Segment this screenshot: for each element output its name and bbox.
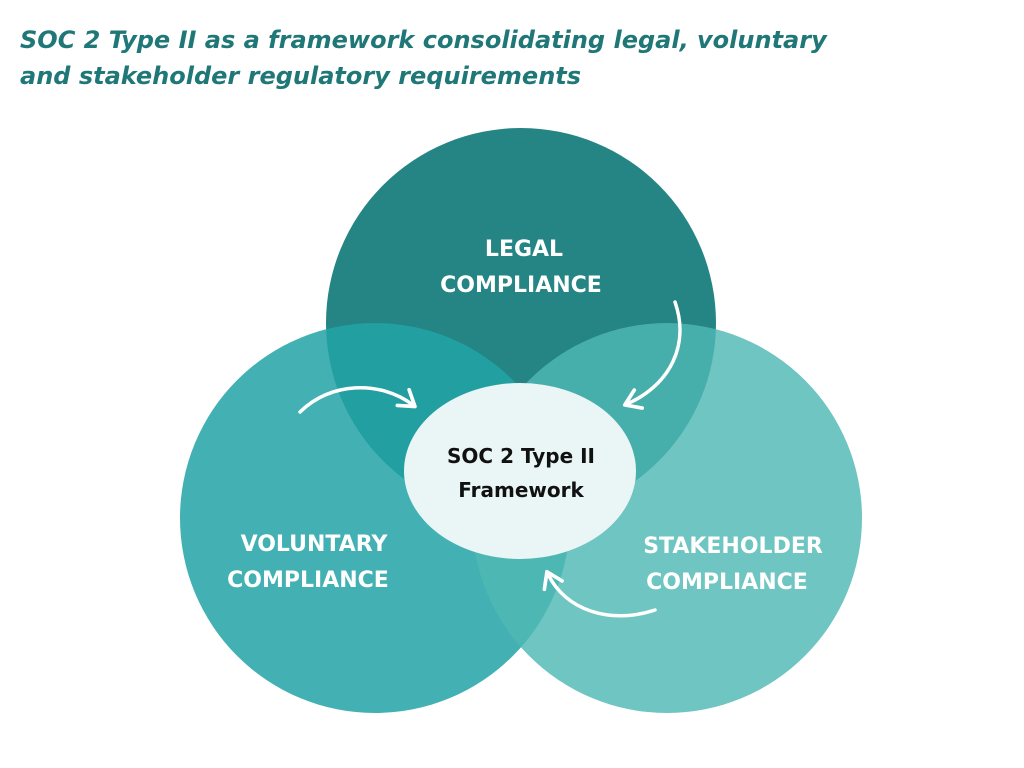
title-line-1: SOC 2 Type II as a framework consolidati… xyxy=(20,26,827,54)
arrow-top-right-icon xyxy=(622,300,682,410)
stakeholder-label-line-1: STAKEHOLDER xyxy=(643,534,823,559)
legal-label-line-2: COMPLIANCE xyxy=(440,273,602,298)
diagram-title: SOC 2 Type II as a framework consolidati… xyxy=(20,22,920,94)
title-line-2: and stakeholder regulatory requirements xyxy=(20,62,582,90)
center-label-line-1: SOC 2 Type II xyxy=(447,444,595,468)
center-label-line-2: Framework xyxy=(458,478,584,502)
arrow-left-icon xyxy=(298,386,417,414)
voluntary-label-line-1: VOLUNTARY xyxy=(241,532,389,557)
arrow-bottom-right-icon xyxy=(542,569,657,618)
center-framework-ellipse xyxy=(404,383,636,559)
stakeholder-label-line-2: COMPLIANCE xyxy=(646,570,808,595)
legal-label-line-1: LEGAL xyxy=(485,237,563,262)
voluntary-label-line-2: COMPLIANCE xyxy=(227,568,389,593)
